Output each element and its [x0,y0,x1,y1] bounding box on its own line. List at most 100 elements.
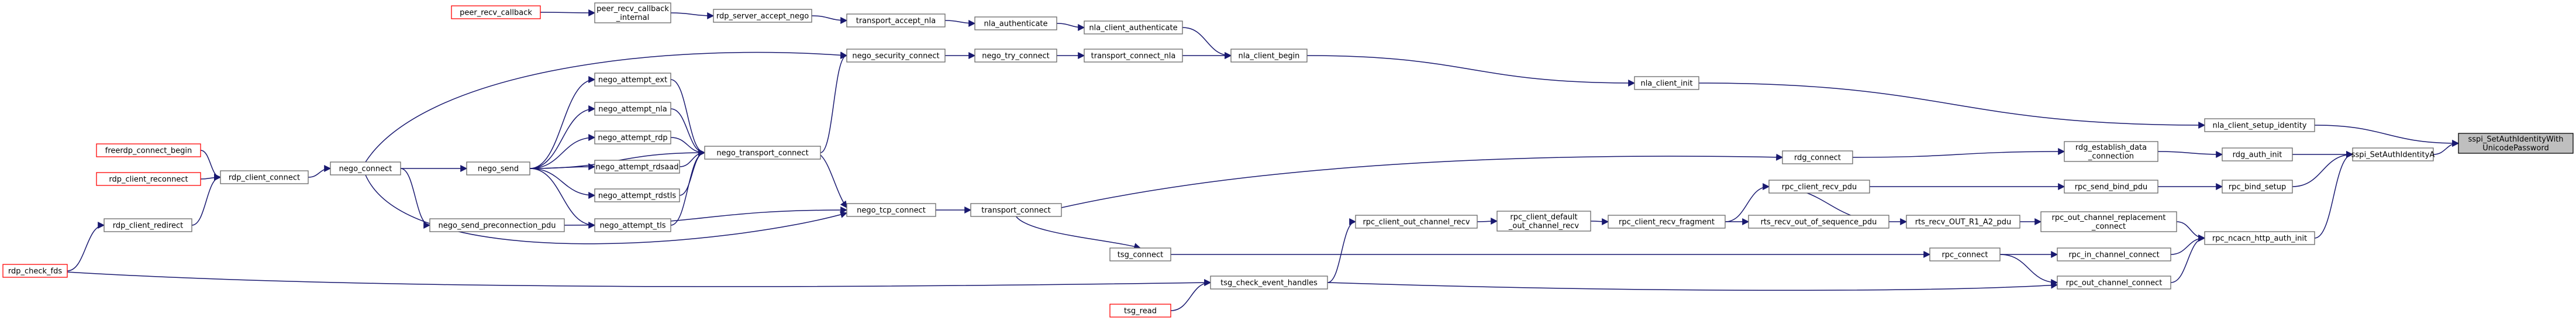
node-label: nla_client_init [1640,80,1692,88]
edge-nego_attempt_ext-to-nego_transport_connect [670,79,706,156]
node-box [594,2,671,23]
edge-nla_client_begin-to-nla_client_init [1306,55,1636,87]
edge-nego_connect-to-nego_tcp_connect [365,174,848,245]
node-nego_attempt_tls[interactable]: nego_attempt_tls [594,218,671,232]
node-peer_recv_callback_internal[interactable]: peer_recv_callback_internal [594,2,671,23]
node-box [594,160,680,174]
node-rdg_connect[interactable]: rdg_connect [1782,150,1853,164]
edge-rdp_server_accept_nego-to-transport_accept_nla [811,15,848,24]
node-transport_connect[interactable]: transport_connect [970,203,1062,217]
node-nego_connect[interactable]: nego_connect [330,161,401,175]
node-rdg_establish_data_connection[interactable]: rdg_establish_data_connection [2064,141,2158,162]
node-label: transport_connect_nla [1091,52,1176,61]
node-box [2064,141,2158,162]
node-box [330,161,401,175]
node-nla_client_begin[interactable]: nla_client_begin [1230,49,1308,63]
node-nego_attempt_rdsaad[interactable]: nego_attempt_rdsaad [594,160,680,174]
node-nego_attempt_nla[interactable]: nego_attempt_nla [594,102,671,116]
node-rpc_send_bind_pdu[interactable]: rpc_send_bind_pdu [2064,180,2158,194]
node-nla_client_init[interactable]: nla_client_init [1634,76,1699,90]
node-rpc_client_recv_fragment[interactable]: rpc_client_recv_fragment [1608,215,1726,229]
node-label: nla_client_setup_identity [2213,122,2307,130]
node-nego_security_connect[interactable]: nego_security_connect [846,49,946,63]
edge-rdg_connect-to-rdg_establish_data_connection [1852,148,2065,158]
edge-nego_attempt_rdsaad-to-nego_transport_connect [679,149,706,167]
node-nego_send_preconnection_pdu[interactable]: nego_send_preconnection_pdu [429,218,565,232]
node-rpc_client_recv_pdu[interactable]: rpc_client_recv_pdu [1768,180,1870,194]
node-sspi_SetAuthIdentityA[interactable]: sspi_SetAuthIdentityA [2351,147,2435,161]
node-nla_authenticate[interactable]: nla_authenticate [974,16,1057,30]
node-rdp_check_fds[interactable]: rdp_check_fds [2,264,68,278]
node-nla_client_setup_identity[interactable]: nla_client_setup_identity [2204,118,2315,132]
node-rpc_connect[interactable]: rpc_connect [1929,247,2001,261]
node-rdp_client_reconnect[interactable]: rdp_client_reconnect [96,172,201,186]
edge-rdp_check_fds-to-rdp_client_redirect [67,222,105,271]
edge-rdg_establish_data_connection-to-rdg_auth_init [2157,150,2223,158]
node-box [451,5,541,19]
node-label: rpc_out_channel_connect [2066,279,2163,288]
node-box [2040,211,2177,232]
node-nego_try_connect[interactable]: nego_try_connect [974,49,1057,63]
edge-sspi_SetAuthIdentityA-to-sspi [2433,140,2460,155]
edge-rpc_client_out_channel_recv-to-rpc_client_default_out_channel_recv [1477,218,1498,225]
node-box [2204,118,2315,132]
node-label: nego_transport_connect [716,149,808,158]
node-label: rdg_connect [1794,154,1841,163]
node-rpc_bind_setup[interactable]: rpc_bind_setup [2222,180,2293,194]
node-rpc_out_channel_replacement_connect[interactable]: rpc_out_channel_replacement_connect [2040,211,2177,232]
node-box [220,170,309,184]
edge-nego_send-to-nego_attempt_nla [529,105,596,169]
node-label: rdp_server_accept_nego [716,12,809,21]
node-box [594,102,671,116]
node-label: _connection [2088,152,2134,161]
node-rpc_out_channel_connect[interactable]: rpc_out_channel_connect [2057,276,2171,290]
node-nego_transport_connect[interactable]: nego_transport_connect [704,146,821,160]
node-rdg_auth_init[interactable]: rdg_auth_init [2222,147,2293,161]
node-rpc_ncacn_http_auth_init[interactable]: rpc_ncacn_http_auth_init [2204,231,2315,245]
node-box [1768,180,1870,194]
node-box [1748,215,1889,229]
node-tsg_connect[interactable]: tsg_connect [1109,247,1171,261]
edge-rdp_client_redirect-to-rdp_client_connect [191,174,222,226]
edge-nego_transport_connect-to-nego_security_connect [820,52,848,153]
node-label: peer_recv_callback [460,9,532,18]
node-nego_attempt_ext[interactable]: nego_attempt_ext [594,73,671,87]
node-label: rpc_client_out_channel_recv [1363,218,1470,227]
node-label: _connect [2091,222,2126,231]
node-rpc_in_channel_connect[interactable]: rpc_in_channel_connect [2057,247,2171,261]
node-nego_send[interactable]: nego_send [466,161,530,175]
node-box [2,264,68,278]
node-nego_tcp_connect[interactable]: nego_tcp_connect [846,203,936,217]
node-rdp_server_accept_nego[interactable]: rdp_server_accept_nego [713,9,812,23]
node-label: nego_tcp_connect [857,206,926,215]
node-nego_attempt_rdp[interactable]: nego_attempt_rdp [594,130,671,144]
node-transport_connect_nla[interactable]: transport_connect_nla [1084,49,1183,63]
node-label: rpc_ncacn_http_auth_init [2212,235,2307,243]
edge-nego_send-to-nego_attempt_rdstls [529,168,596,199]
edge-transport_connect-to-rdg_connect [1061,153,1784,208]
node-rpc_client_out_channel_recv[interactable]: rpc_client_out_channel_recv [1355,215,1478,229]
node-box [1084,20,1183,35]
node-peer_recv_callback[interactable]: peer_recv_callback [451,5,541,19]
edge-rpc_connect-to-rpc_out_channel_connect [1999,254,2058,286]
node-rdp_client_connect[interactable]: rdp_client_connect [220,170,309,184]
node-rts_recv_out_of_sequence_pdu[interactable]: rts_recv_out_of_sequence_pdu [1748,215,1889,229]
node-transport_accept_nla[interactable]: transport_accept_nla [846,13,946,27]
node-label: nego_send_preconnection_pdu [439,222,556,230]
node-nla_client_authenticate[interactable]: nla_client_authenticate [1084,20,1183,35]
node-label: rdp_check_fds [8,267,63,276]
node-tsg_check_event_handles[interactable]: tsg_check_event_handles [1210,276,1328,290]
node-rdp_client_redirect[interactable]: rdp_client_redirect [104,218,192,232]
node-nego_attempt_rdstls[interactable]: nego_attempt_rdstls [594,188,680,202]
node-box [1906,215,2020,229]
node-label: rpc_client_recv_fragment [1619,218,1715,227]
node-label: nego_send [478,165,519,174]
node-rts_recv_OUT_R1_A2_pdu[interactable]: rts_recv_OUT_R1_A2_pdu [1906,215,2020,229]
node-box [2352,147,2434,161]
edge-tsg_check_event_handles-to-rpc_out_channel_connect [1327,281,2058,291]
node-label: rpc_client_recv_pdu [1782,183,1857,192]
node-rpc_client_default_out_channel_recv[interactable]: rpc_client_default_out_channel_recv [1496,211,1591,232]
node-tsg_read[interactable]: tsg_read [1109,304,1171,318]
node-freerdp_connect_begin[interactable]: freerdp_connect_begin [96,143,201,157]
